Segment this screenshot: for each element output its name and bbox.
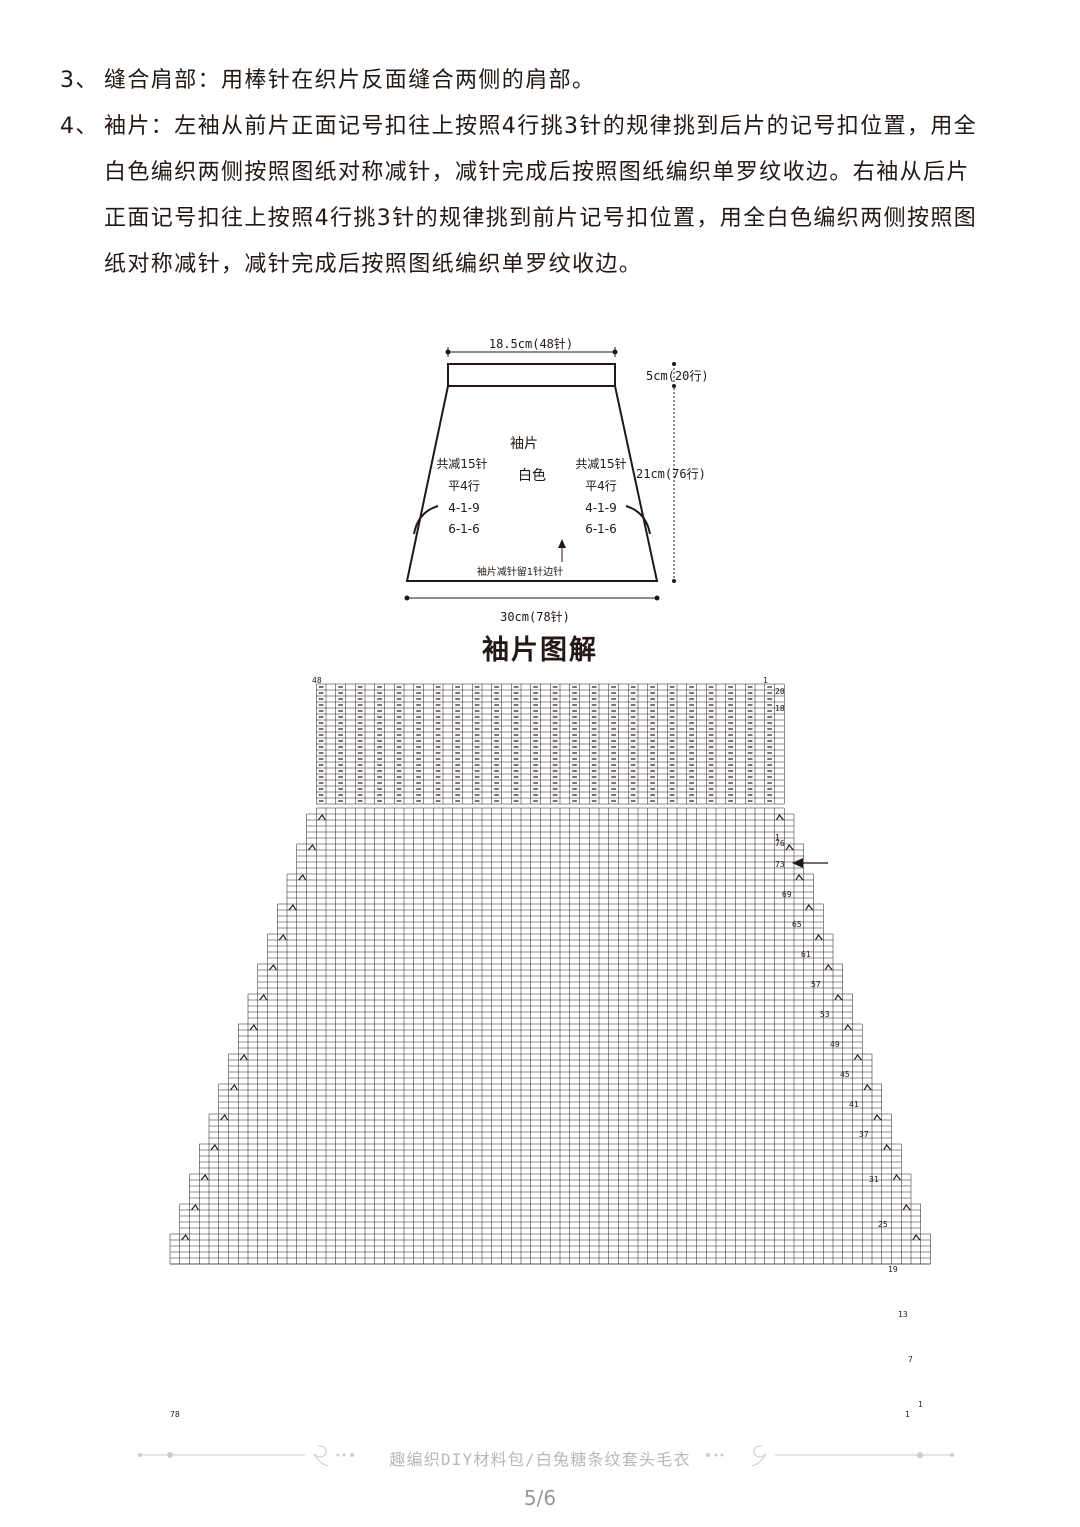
body-height-label: 21cm(76行) <box>636 467 706 481</box>
instruction-step-3: 3、 缝合肩部：用棒针在织片反面缝合两侧的肩部。 <box>60 58 1020 104</box>
chart-title: 袖片图解 <box>482 635 598 666</box>
bottom-width-arrow <box>404 595 660 601</box>
body-grid <box>169 807 931 1265</box>
sleeve-outline <box>405 385 659 582</box>
right-decrease-curve <box>625 505 651 535</box>
step-number: 3、 <box>60 68 99 93</box>
cuff-outline <box>447 363 616 387</box>
cuff-grid <box>316 683 785 805</box>
bottom-width-label: 30cm(78针) <box>500 609 570 624</box>
color-name-label: 白色 <box>518 467 546 484</box>
edge-stitch-note: 袖片减针留1针边针 <box>477 565 563 578</box>
piece-name-label: 袖片 <box>510 436 538 452</box>
step-text: 缝合肩部：用棒针在织片反面缝合两侧的肩部。 <box>104 68 596 93</box>
right-decrease-note: 共减15针 平4行 4-1-9 6-1-6 <box>575 456 626 536</box>
left-decrease-curve <box>413 505 439 535</box>
step-number: 4、 <box>60 114 99 139</box>
top-width-arrow <box>445 347 618 357</box>
instruction-step-4: 4、 袖片：左袖从前片正面记号扣往上按照4行挑3针的规律挑到后片的记号扣位置，用… <box>60 104 1020 288</box>
sleeve-schematic: 18.5cm(48针) 5cm(20行) 21cm(76行) 袖片 白色 共减1… <box>404 336 709 624</box>
cuff-height-label: 5cm(20行) <box>646 369 709 383</box>
sleeve-knitting-chart: 48 1 20 18 1 76 73 69 65 61 57 53 49 45 … <box>169 676 931 1419</box>
edge-stitch-arrow <box>558 539 566 562</box>
step-text: 袖片：左袖从前片正面记号扣往上按照4行挑3针的规律挑到后片的记号扣位置，用全白色… <box>104 114 978 277</box>
instruction-list: 3、 缝合肩部：用棒针在织片反面缝合两侧的肩部。 4、 袖片：左袖从前片正面记号… <box>60 58 1020 288</box>
left-decrease-note: 共减15针 平4行 4-1-9 6-1-6 <box>436 456 487 536</box>
height-dimension-dots <box>672 362 676 583</box>
top-width-label: 18.5cm(48针) <box>489 336 573 351</box>
